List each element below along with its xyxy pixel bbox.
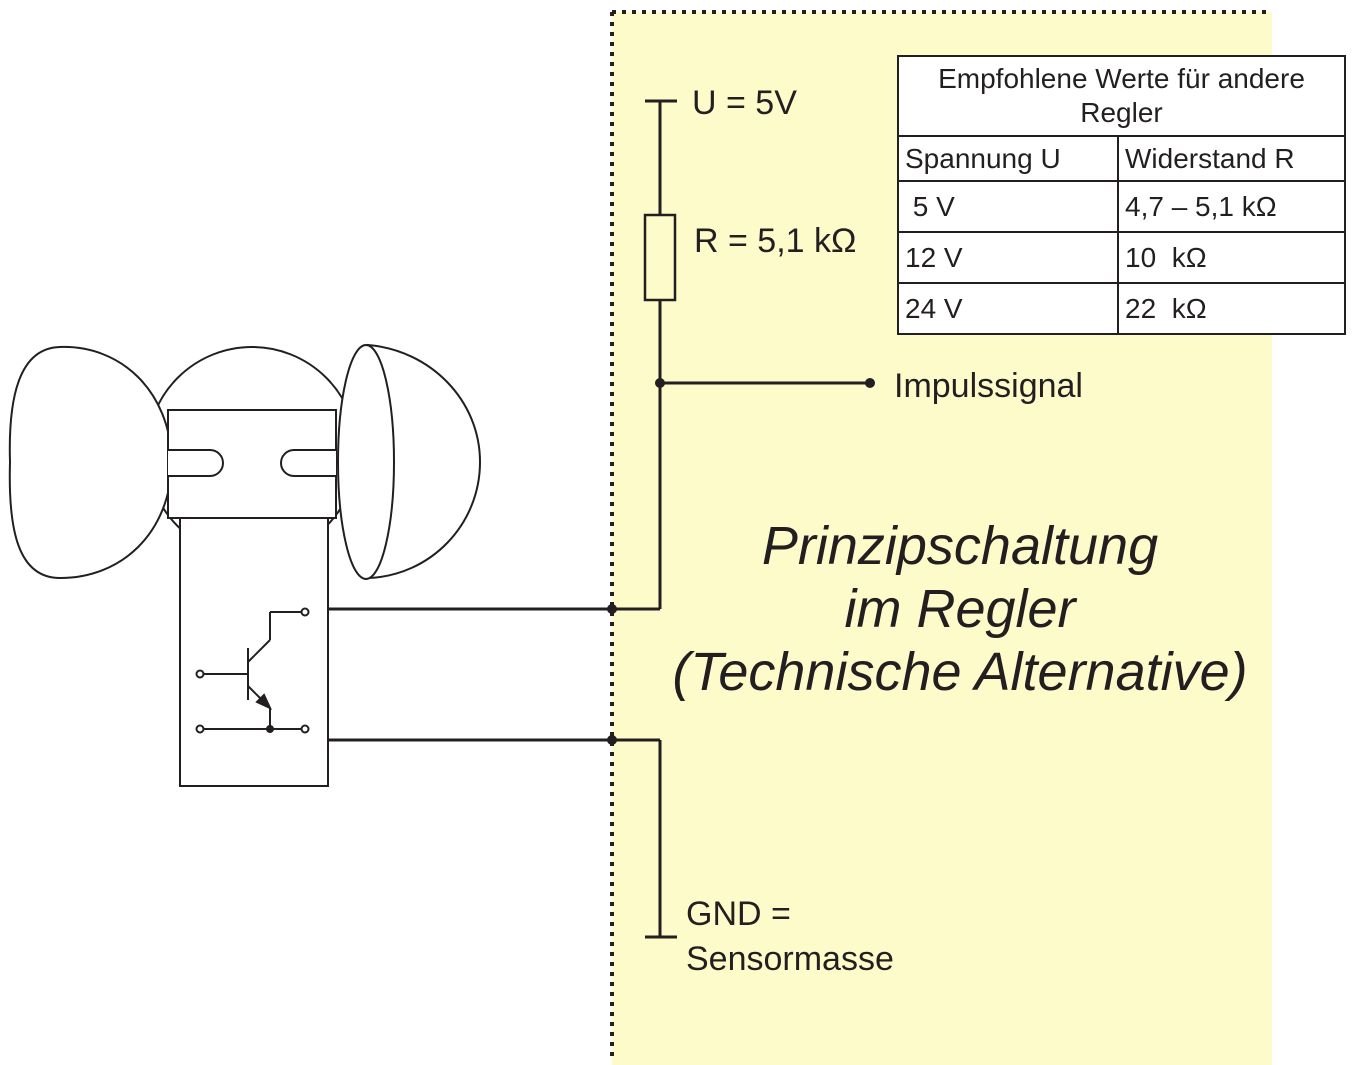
signal-terminal: [865, 378, 875, 388]
transistor: [195, 607, 310, 734]
voltage-label: U = 5V: [692, 84, 797, 122]
emitter-arrow: [255, 693, 273, 711]
resistance-cell: 4,7 – 5,1 kΩ: [1117, 180, 1346, 233]
gnd-sublabel: Sensormasse: [686, 940, 894, 978]
cup-arm-left: [168, 449, 224, 477]
table-row: 12 V 10 kΩ: [897, 231, 1346, 284]
controller-title-line2: im Regler: [844, 579, 1076, 639]
table-caption: Empfohlene Werte für andere Regler: [897, 55, 1346, 137]
junction-signal-tap: [655, 378, 665, 388]
controller-title-line3: (Technische Alternative): [672, 642, 1248, 702]
signal-label: Impulssignal: [894, 367, 1083, 405]
resistor-label: R = 5,1 kΩ: [694, 222, 857, 260]
gnd-label: GND =: [686, 895, 791, 933]
junction-gnd-border: [607, 735, 617, 745]
column-header-resistance: Widerstand R: [1117, 135, 1346, 182]
voltage-cell: 12 V: [897, 231, 1119, 284]
wiring: [328, 99, 870, 939]
table-row: 24 V 22 kΩ: [897, 282, 1346, 335]
sensor-housing: [179, 517, 329, 787]
cup-arm-right: [280, 449, 336, 477]
anemometer: [8, 343, 482, 787]
recommended-values-table: Empfohlene Werte für andere Regler Spann…: [897, 55, 1346, 335]
voltage-cell: 5 V: [897, 180, 1119, 233]
voltage-cell: 24 V: [897, 282, 1119, 335]
resistance-cell: 10 kΩ: [1117, 231, 1346, 284]
anemometer-right-cup: [367, 343, 482, 580]
table-row: 5 V 4,7 – 5,1 kΩ: [897, 180, 1346, 233]
resistance-cell: 22 kΩ: [1117, 282, 1346, 335]
anemometer-left-cup: [8, 345, 174, 580]
column-header-voltage: Spannung U: [897, 135, 1119, 182]
controller-title-line1: Prinzipschaltung: [761, 516, 1159, 576]
anemometer-right-cup-rim: [337, 344, 395, 580]
junction-signal-border: [607, 604, 617, 614]
controller-title: Prinzipschaltung im Regler (Technische A…: [630, 515, 1290, 704]
